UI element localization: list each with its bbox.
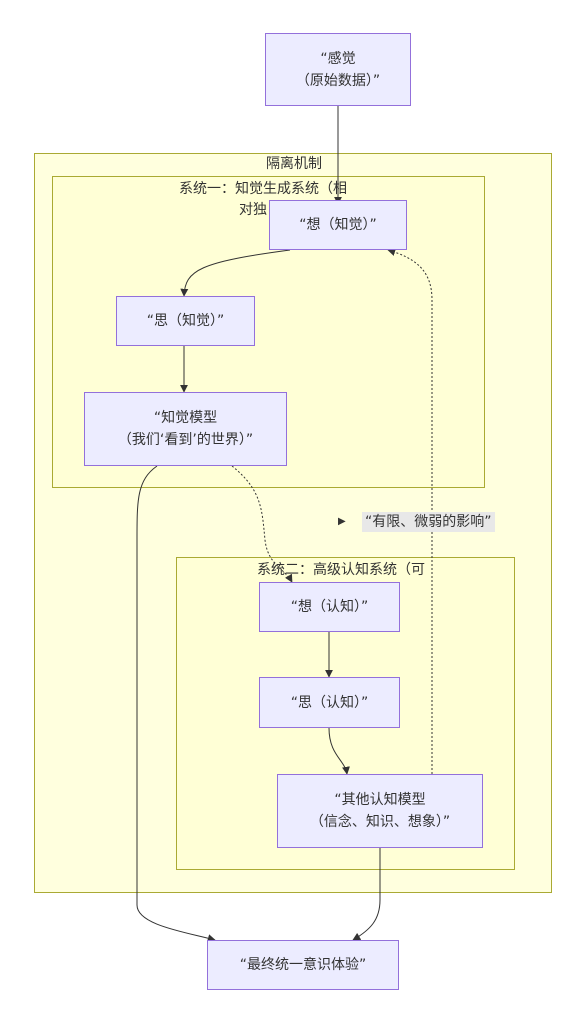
- node-sensation[interactable]: “感觉 （原始数据）”: [265, 33, 411, 106]
- node-reflect-perception[interactable]: “思（知觉）”: [116, 296, 255, 346]
- edge-perception-model-to-think-cognition: [231, 465, 293, 583]
- node-perception-model-line2: （我们‘看到’的世界）”: [117, 432, 254, 448]
- edge-think-perception-to-reflect-perception: [180, 249, 291, 297]
- node-other-cognitive-models[interactable]: “其他认知模型 （信念、知识、想象）”: [277, 774, 483, 848]
- edge-reflect-cognition-to-other-models: [328, 727, 350, 775]
- cluster-system-one-title-line1: 系统一：知觉生成系统（相: [179, 181, 347, 197]
- node-think-perception-label: “想（知觉）”: [299, 217, 377, 233]
- edge-other-models-to-think-perception: [387, 248, 433, 774]
- edge-perception-model-to-unified-experience: [136, 465, 216, 943]
- node-reflect-perception-label: “思（知觉）”: [146, 313, 225, 329]
- node-other-cognitive-models-line1: “其他认知模型: [334, 792, 426, 808]
- node-think-perception[interactable]: “想（知觉）”: [269, 200, 407, 250]
- node-perception-model-line1: “知觉模型: [153, 410, 218, 426]
- cluster-system-two-title: 系统二：高级认知系统（可: [257, 562, 425, 578]
- edge-label-marker-icon: ▶: [338, 516, 346, 527]
- edge-other-models-to-unified-experience: [352, 848, 381, 941]
- node-other-cognitive-models-line2: （信念、知识、想象）”: [309, 814, 451, 830]
- node-think-cognition-label: “想（认知）”: [290, 599, 369, 615]
- node-unified-conscious-experience[interactable]: “最终统一意识体验”: [207, 940, 399, 990]
- node-sensation-line2: （原始数据）”: [295, 72, 381, 89]
- cluster-system-one-title-line2: 对独: [239, 202, 267, 218]
- node-reflect-cognition[interactable]: “思（认知）”: [259, 677, 400, 728]
- node-sensation-line1: “感觉: [320, 50, 356, 67]
- node-unified-conscious-experience-label: “最终统一意识体验”: [239, 957, 367, 973]
- node-think-cognition[interactable]: “想（认知）”: [259, 582, 400, 632]
- node-reflect-cognition-label: “思（认知）”: [290, 694, 369, 711]
- cluster-isolation-title: 隔离机制: [266, 156, 322, 172]
- edge-label-limited-influence: “有限、微弱的影响”: [362, 512, 495, 532]
- node-perception-model[interactable]: “知觉模型 （我们‘看到’的世界）”: [84, 392, 287, 466]
